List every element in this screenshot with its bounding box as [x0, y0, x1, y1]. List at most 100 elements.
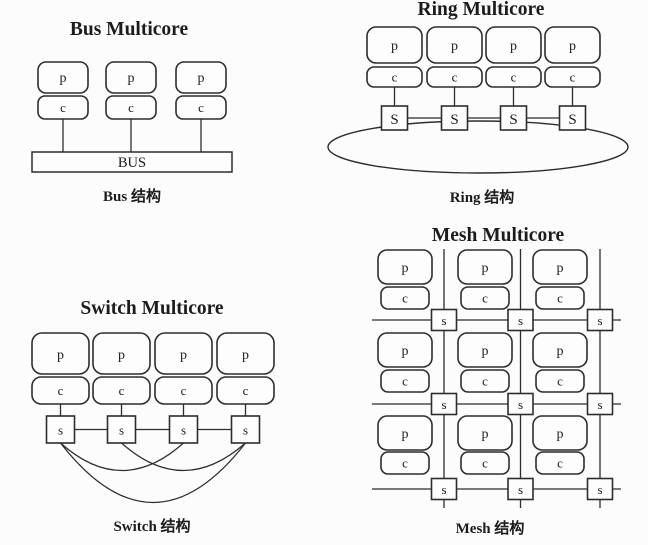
- processor-label: p: [569, 39, 576, 54]
- switch-label: S: [450, 112, 458, 128]
- processor-label: p: [118, 348, 125, 363]
- processor-label: p: [557, 427, 564, 442]
- cache-label: c: [557, 456, 563, 471]
- cache-label: c: [181, 383, 187, 398]
- processor-label: p: [482, 427, 489, 442]
- ring-diagram: Ring Multicore p p p p c c c c: [327, 0, 629, 206]
- cache-box: [92, 376, 151, 405]
- switch-title: Switch Multicore: [80, 298, 224, 319]
- cache-box: [216, 376, 275, 405]
- switch-link-arc: [121, 442, 246, 471]
- processor-box: [377, 332, 433, 368]
- switch-box: [168, 415, 199, 444]
- bus-bar: [31, 151, 233, 173]
- switch-label: s: [181, 423, 186, 438]
- switch-label: s: [243, 423, 248, 438]
- cache-label: c: [557, 291, 563, 306]
- switch-box: [558, 105, 587, 131]
- cache-label: c: [402, 456, 408, 471]
- processor-box: [544, 26, 601, 64]
- switch-label: s: [597, 482, 602, 497]
- processor-box: [366, 26, 423, 64]
- switch-box: [45, 415, 76, 444]
- processor-box: [532, 249, 588, 285]
- switch-label: s: [518, 397, 523, 412]
- cache-label: c: [402, 291, 408, 306]
- cache-box: [535, 451, 585, 475]
- cache-label: c: [482, 456, 488, 471]
- cache-box: [485, 66, 542, 88]
- cache-label: c: [482, 291, 488, 306]
- ring-title: Ring Multicore: [418, 0, 545, 20]
- cache-box: [460, 369, 510, 393]
- processor-label: p: [557, 261, 564, 276]
- switch-label: s: [597, 397, 602, 412]
- processor-box: [457, 249, 513, 285]
- cache-box: [380, 369, 430, 393]
- processor-label: p: [402, 427, 409, 442]
- switch-label: s: [441, 482, 446, 497]
- switch-box: [430, 308, 458, 332]
- switch-box: [440, 105, 469, 131]
- switch-box: [230, 415, 261, 444]
- switch-box: [499, 105, 528, 131]
- processor-label: p: [198, 71, 205, 86]
- processor-label: p: [128, 71, 135, 86]
- processor-label: p: [482, 261, 489, 276]
- switch-link-arc: [60, 442, 184, 471]
- switch-box: [430, 477, 458, 501]
- switch-diagram: Switch Multicore p p p p c c c c: [31, 298, 275, 535]
- processor-box: [532, 332, 588, 368]
- cache-box: [460, 286, 510, 310]
- mesh-caption: Mesh 结构: [456, 519, 525, 537]
- cache-box: [460, 451, 510, 475]
- cache-label: c: [557, 374, 563, 389]
- switch-box: [586, 392, 614, 416]
- cache-box: [154, 376, 213, 405]
- processor-label: p: [402, 344, 409, 359]
- switch-link-arc: [60, 442, 246, 503]
- cache-box: [426, 66, 483, 88]
- cache-label: c: [60, 100, 66, 115]
- processor-box: [92, 332, 151, 375]
- switch-label: S: [568, 112, 576, 128]
- switch-label: s: [58, 423, 63, 438]
- mesh-title: Mesh Multicore: [432, 225, 565, 246]
- switch-label: S: [390, 112, 398, 128]
- cache-box: [31, 376, 90, 405]
- cache-box: [535, 369, 585, 393]
- processor-box: [426, 26, 483, 64]
- cache-box: [175, 95, 227, 120]
- processor-box: [216, 332, 275, 375]
- cache-box: [544, 66, 601, 88]
- processor-label: p: [180, 348, 187, 363]
- cache-box: [105, 95, 157, 120]
- bus-caption: Bus 结构: [103, 187, 161, 205]
- switch-box: [586, 308, 614, 332]
- switch-label: s: [441, 397, 446, 412]
- cache-label: c: [243, 383, 249, 398]
- switch-caption: Switch 结构: [113, 517, 190, 535]
- switch-label: s: [518, 313, 523, 328]
- processor-label: p: [510, 39, 517, 54]
- processor-box: [377, 249, 433, 285]
- cache-label: c: [402, 374, 408, 389]
- processor-box: [105, 61, 157, 94]
- cache-box: [380, 451, 430, 475]
- cache-label: c: [570, 70, 576, 85]
- switch-label: s: [518, 482, 523, 497]
- processor-label: p: [391, 39, 398, 54]
- ring-ellipse: [327, 120, 629, 174]
- processor-box: [175, 61, 227, 94]
- switch-label: S: [509, 112, 517, 128]
- switch-box: [106, 415, 137, 444]
- processor-label: p: [402, 261, 409, 276]
- bus-title: Bus Multicore: [70, 19, 189, 40]
- processor-label: p: [482, 344, 489, 359]
- mesh-diagram: Mesh Multicore p p p c c c p p p c c c: [372, 225, 621, 537]
- switch-box: [380, 105, 409, 131]
- switch-label: s: [597, 313, 602, 328]
- cache-label: c: [452, 70, 458, 85]
- switch-box: [586, 477, 614, 501]
